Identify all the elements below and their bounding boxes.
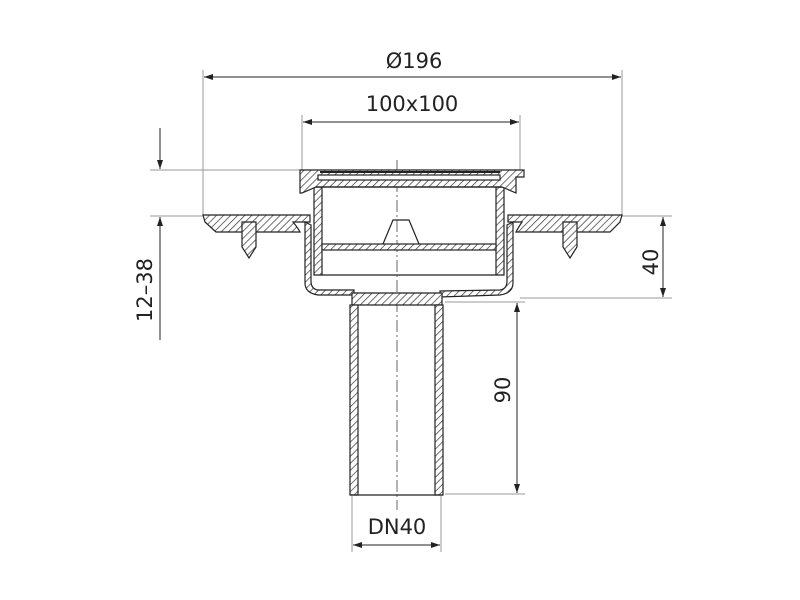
dim-pipe-length: 90	[491, 377, 515, 404]
dimension-lines	[157, 74, 666, 548]
dim-pipe-diameter: DN40	[368, 515, 427, 539]
dim-flange-height: 40	[639, 249, 663, 276]
dim-height-range: 12–38	[133, 258, 157, 322]
dim-outer-diameter: Ø196	[386, 49, 443, 73]
extension-lines	[150, 70, 672, 552]
drain-body	[202, 169, 623, 306]
dim-grate-size: 100x100	[366, 92, 459, 116]
outlet-pipe	[349, 304, 444, 496]
